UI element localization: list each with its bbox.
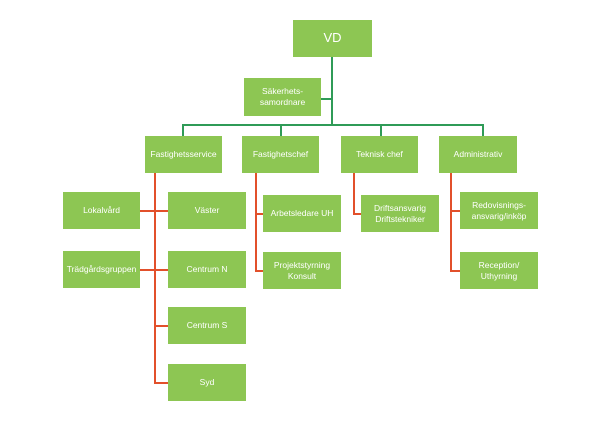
label-redovisning: Redovisnings- ansvarig/inköp bbox=[471, 199, 527, 221]
box-fastighetsservice: Fastighetsservice bbox=[145, 136, 222, 173]
box-tradgardsgruppen: Trädgårdsgruppen bbox=[63, 251, 140, 288]
box-administrativ: Administrativ bbox=[439, 136, 517, 173]
connector-reception bbox=[450, 270, 460, 272]
connector-projektstyrning bbox=[255, 270, 263, 272]
label-centrum-s: Centrum S bbox=[186, 320, 228, 331]
box-centrum-n: Centrum N bbox=[168, 251, 246, 288]
connector-syd bbox=[154, 382, 168, 384]
connector-arbetsledare bbox=[255, 213, 263, 215]
label-fastighetsservice: Fastighetsservice bbox=[150, 149, 217, 160]
connector-centrum-s bbox=[154, 325, 168, 327]
label-safety: Säkerhets- samordnare bbox=[259, 86, 306, 107]
label-teknisk-chef: Teknisk chef bbox=[356, 149, 403, 160]
box-lokalvard: Lokalvård bbox=[63, 192, 140, 229]
box-vd: VD bbox=[293, 20, 372, 57]
label-administrativ: Administrativ bbox=[453, 149, 503, 160]
box-redovisning: Redovisnings- ansvarig/inköp bbox=[460, 192, 538, 229]
label-arbetsledare-uh: Arbetsledare UH bbox=[270, 208, 334, 219]
box-projektstyrning: Projektstyrning Konsult bbox=[263, 252, 341, 289]
connector-drop-fastighetsservice bbox=[182, 124, 184, 136]
box-safety: Säkerhets- samordnare bbox=[244, 78, 321, 116]
connector-fastighetschef-trunk bbox=[255, 173, 257, 271]
label-fastighetschef: Fastighetschef bbox=[252, 149, 309, 160]
connector-administrativ-trunk bbox=[450, 173, 452, 271]
label-lokalvard: Lokalvård bbox=[83, 205, 120, 216]
label-syd: Syd bbox=[199, 377, 215, 388]
connector-redovisning bbox=[450, 210, 460, 212]
connector-tradgardsgruppen bbox=[140, 269, 168, 271]
label-vd: VD bbox=[323, 30, 342, 46]
connector-drop-fastighetschef bbox=[280, 124, 282, 136]
box-fastighetschef: Fastighetschef bbox=[242, 136, 319, 173]
connector-lokalvard bbox=[140, 210, 168, 212]
connector-horizontal-bar bbox=[182, 124, 484, 126]
box-arbetsledare-uh: Arbetsledare UH bbox=[263, 195, 341, 232]
label-centrum-n: Centrum N bbox=[186, 264, 228, 275]
label-projektstyrning: Projektstyrning Konsult bbox=[273, 259, 331, 281]
label-reception: Reception/ Uthyrning bbox=[478, 259, 520, 281]
box-vaster: Väster bbox=[168, 192, 246, 229]
box-syd: Syd bbox=[168, 364, 246, 401]
box-reception: Reception/ Uthyrning bbox=[460, 252, 538, 289]
connector-drop-administrativ bbox=[482, 124, 484, 136]
connector-teknisk-trunk bbox=[353, 173, 355, 215]
label-tradgardsgruppen: Trädgårdsgruppen bbox=[66, 264, 137, 275]
connector-drop-teknisk bbox=[380, 124, 382, 136]
connector-driftsansvarig bbox=[353, 213, 361, 215]
box-centrum-s: Centrum S bbox=[168, 307, 246, 344]
connector-fastighetsservice-trunk bbox=[154, 173, 156, 383]
box-driftsansvarig: Driftsansvarig Driftstekniker bbox=[361, 195, 439, 232]
label-vaster: Väster bbox=[194, 205, 220, 216]
box-teknisk-chef: Teknisk chef bbox=[341, 136, 418, 173]
connector-safety bbox=[321, 98, 332, 100]
connector-vd-trunk bbox=[331, 57, 333, 125]
label-driftsansvarig: Driftsansvarig Driftstekniker bbox=[374, 202, 426, 224]
